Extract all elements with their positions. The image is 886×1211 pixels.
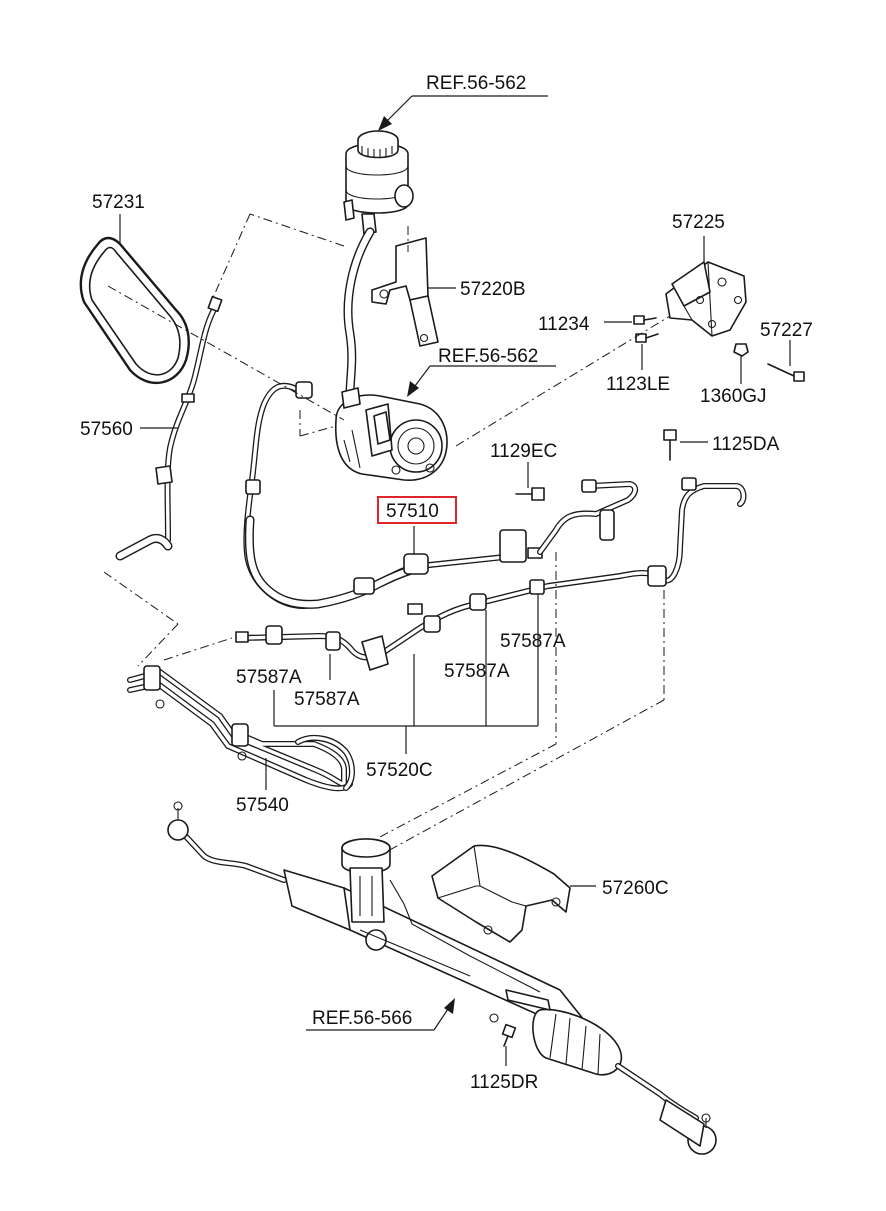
pressure-hose-57510: [243, 381, 543, 609]
drive-belt: [79, 214, 190, 385]
reservoir: [343, 130, 414, 235]
bolt-1125dr: [501, 1023, 517, 1066]
power-steering-pump: [334, 387, 448, 481]
label-1360gj: 1360GJ: [700, 386, 767, 407]
heat-shield-57260c: [431, 844, 596, 943]
label-ref-56-566: REF.56-566: [312, 1008, 412, 1029]
label-57587a-4: 57587A: [500, 631, 566, 652]
label-1123le: 1123LE: [606, 374, 670, 395]
cooler-pipe-57540: [127, 665, 355, 792]
label-1125dr: 1125DR: [470, 1072, 538, 1093]
label-57587a-1: 57587A: [236, 667, 302, 688]
suction-hose: [343, 227, 375, 399]
label-ref-56-562-top: REF.56-562: [426, 73, 526, 94]
bracket-57225: [665, 236, 747, 337]
bolt-11234: [604, 315, 657, 325]
label-57587a-2: 57587A: [294, 689, 360, 710]
highlight-box-57510: [377, 496, 457, 524]
label-57540: 57540: [236, 795, 289, 816]
label-1125da: 1125DA: [712, 434, 780, 455]
part-labels: REF.56-562 REF.56-562 REF.56-566 57231 5…: [80, 73, 813, 1093]
bolt-1123le: [635, 333, 659, 370]
label-57560: 57560: [80, 419, 133, 440]
label-57510: 57510: [386, 501, 439, 522]
connection-lines: [103, 213, 671, 853]
bolt-1129ec: [515, 462, 545, 501]
steering-rack: [167, 801, 717, 1155]
bolt-1125da: [663, 429, 708, 461]
label-57231: 57231: [92, 192, 145, 213]
label-11234: 11234: [538, 314, 590, 335]
return-hose-57560: [115, 295, 223, 561]
ref-arrow-pump: [407, 365, 556, 397]
label-57227: 57227: [760, 320, 813, 341]
label-57587a-3: 57587A: [444, 661, 510, 682]
label-57520c: 57520C: [366, 760, 433, 781]
label-57220b: 57220B: [460, 279, 526, 300]
label-ref-56-562-pump: REF.56-562: [438, 346, 538, 367]
bolt-57227: [767, 340, 805, 382]
bracket-57220b: [371, 237, 456, 347]
ref-arrow-top: [378, 95, 548, 131]
label-57225: 57225: [672, 212, 725, 233]
label-57260c: 57260C: [602, 878, 669, 899]
return-pipe-57520c: [235, 477, 747, 754]
label-1129ec: 1129EC: [490, 441, 557, 462]
nut-1360gj: [733, 343, 749, 384]
ref-arrow-rack: [306, 998, 455, 1031]
